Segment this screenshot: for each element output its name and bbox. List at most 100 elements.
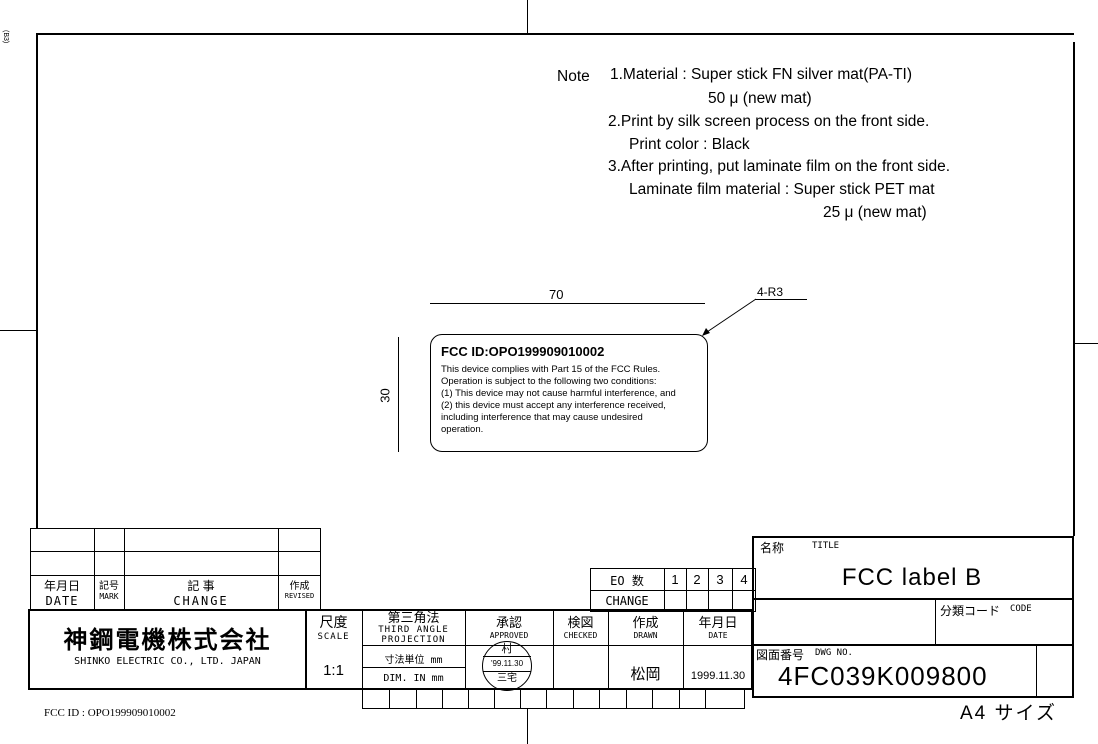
title-block [752,536,1074,698]
date-en: DATE [708,631,728,640]
checked-en: CHECKED [563,631,598,640]
label-text-line: operation. [441,424,484,435]
label-text-line: (1) This device may not cause harmful in… [441,388,676,399]
divider [305,609,307,690]
divider [935,598,936,644]
company-name-en: SHINKO ELECTRIC CO., LTD. JAPAN [74,656,261,667]
note-line: 2.Print by silk screen process on the fr… [608,113,930,130]
eo-number: 1 [671,572,679,587]
divider [30,575,321,576]
unit-jp: 寸法単位 mm [384,655,443,666]
note-line: 25 μ (new mat) [823,204,927,221]
divider [278,528,279,610]
drawn-value: 松岡 [630,666,661,683]
divider [683,609,684,690]
frame-top [36,33,1074,35]
label-text-line: This device complies with Part 15 of the… [441,364,661,375]
divider [546,690,547,709]
divider [679,690,680,709]
code-label-jp: 分類コード [940,604,1001,618]
rev-date-en: DATE [45,594,79,608]
rev-mark-en: MARK [99,592,119,601]
stamp-date: '99.11.30 [490,659,524,668]
divider [752,644,1074,646]
center-mark-left [0,330,36,331]
label-text-line: (2) this device must accept any interfer… [441,400,666,411]
divider [705,690,706,709]
center-mark-bottom [527,708,528,744]
center-mark-top [527,0,528,33]
divider [732,568,733,612]
divider [752,598,1074,600]
date-value: 1999.11.30 [690,670,746,682]
drawing-number: 4FC039K009800 [778,661,988,691]
eo-number: 4 [740,572,748,587]
projection-jp: 第三角法 [387,610,440,625]
rev-mark-jp: 記号 [99,581,119,592]
approval-stamp: 村 '99.11.30 三宅 [482,641,532,691]
margin-note: (B3) [2,30,9,44]
projection-en: THIRD ANGLE [378,625,449,635]
title-label-jp: 名称 [760,541,785,555]
rev-change-jp: 記 事 [187,579,215,593]
eo-number: 3 [716,572,724,587]
divider [652,690,653,709]
divider [686,568,687,612]
code-label-en: CODE [1010,604,1032,614]
note-line: Laminate film material : Super stick PET… [629,181,935,198]
divider [94,528,95,610]
width-dimension-line [430,303,705,304]
divider [599,690,600,709]
eo-change-label: CHANGE [605,594,649,608]
eo-label: EO 数 [610,574,644,588]
scale-jp: 尺度 [319,614,348,630]
title-label-en: TITLE [812,541,840,551]
note-line: 3.After printing, put laminate film on t… [608,158,951,175]
divider [362,609,363,690]
width-dimension: 70 [549,287,564,302]
divider [362,667,465,668]
rev-date-jp: 年月日 [43,579,80,593]
label-text-line: Operation is subject to the following tw… [441,376,657,387]
radius-leader [755,299,807,300]
dwg-label-jp: 図面番号 [756,648,805,662]
divider [30,551,321,552]
note-line: 1.Material : Super stick FN silver mat(P… [610,66,913,83]
frame-left [36,33,38,528]
height-dimension: 30 [377,388,393,403]
divider [626,690,627,709]
divider [1036,645,1037,698]
divider [124,528,125,610]
divider [708,568,709,612]
stamp-top: 村 [483,642,531,657]
title-value: FCC label B [841,564,983,591]
drawn-jp: 作成 [632,615,659,630]
projection-en: PROJECTION [381,635,446,645]
divider [573,690,574,709]
height-dimension-line [398,337,399,452]
unit-en: DIM. IN mm [383,673,444,684]
checked-jp: 検図 [567,615,594,630]
bottom-cells [362,690,745,709]
divider [416,690,417,709]
rev-change-en: CHANGE [173,594,229,608]
divider [664,568,665,612]
eo-number: 2 [693,572,701,587]
company-name-jp: 神鋼電機株式会社 [63,627,272,654]
drawn-en: DRAWN [633,631,658,640]
fcc-label-outline: FCC ID:OPO199909010002 This device compl… [430,334,708,452]
divider [608,609,609,690]
divider [465,609,466,690]
divider [362,645,753,646]
divider [494,690,495,709]
note-heading: Note [557,68,590,85]
paper-size: A4 サイズ [960,703,1057,724]
scale-en: SCALE [317,632,350,642]
label-fcc-id: FCC ID:OPO199909010002 [441,344,605,359]
frame-right [1073,42,1075,536]
approved-jp: 承認 [495,615,522,630]
scale-value: 1:1 [323,662,344,679]
rev-revised-jp: 作成 [289,581,310,592]
radius-dimension: 4-R3 [757,285,784,299]
divider [468,690,469,709]
